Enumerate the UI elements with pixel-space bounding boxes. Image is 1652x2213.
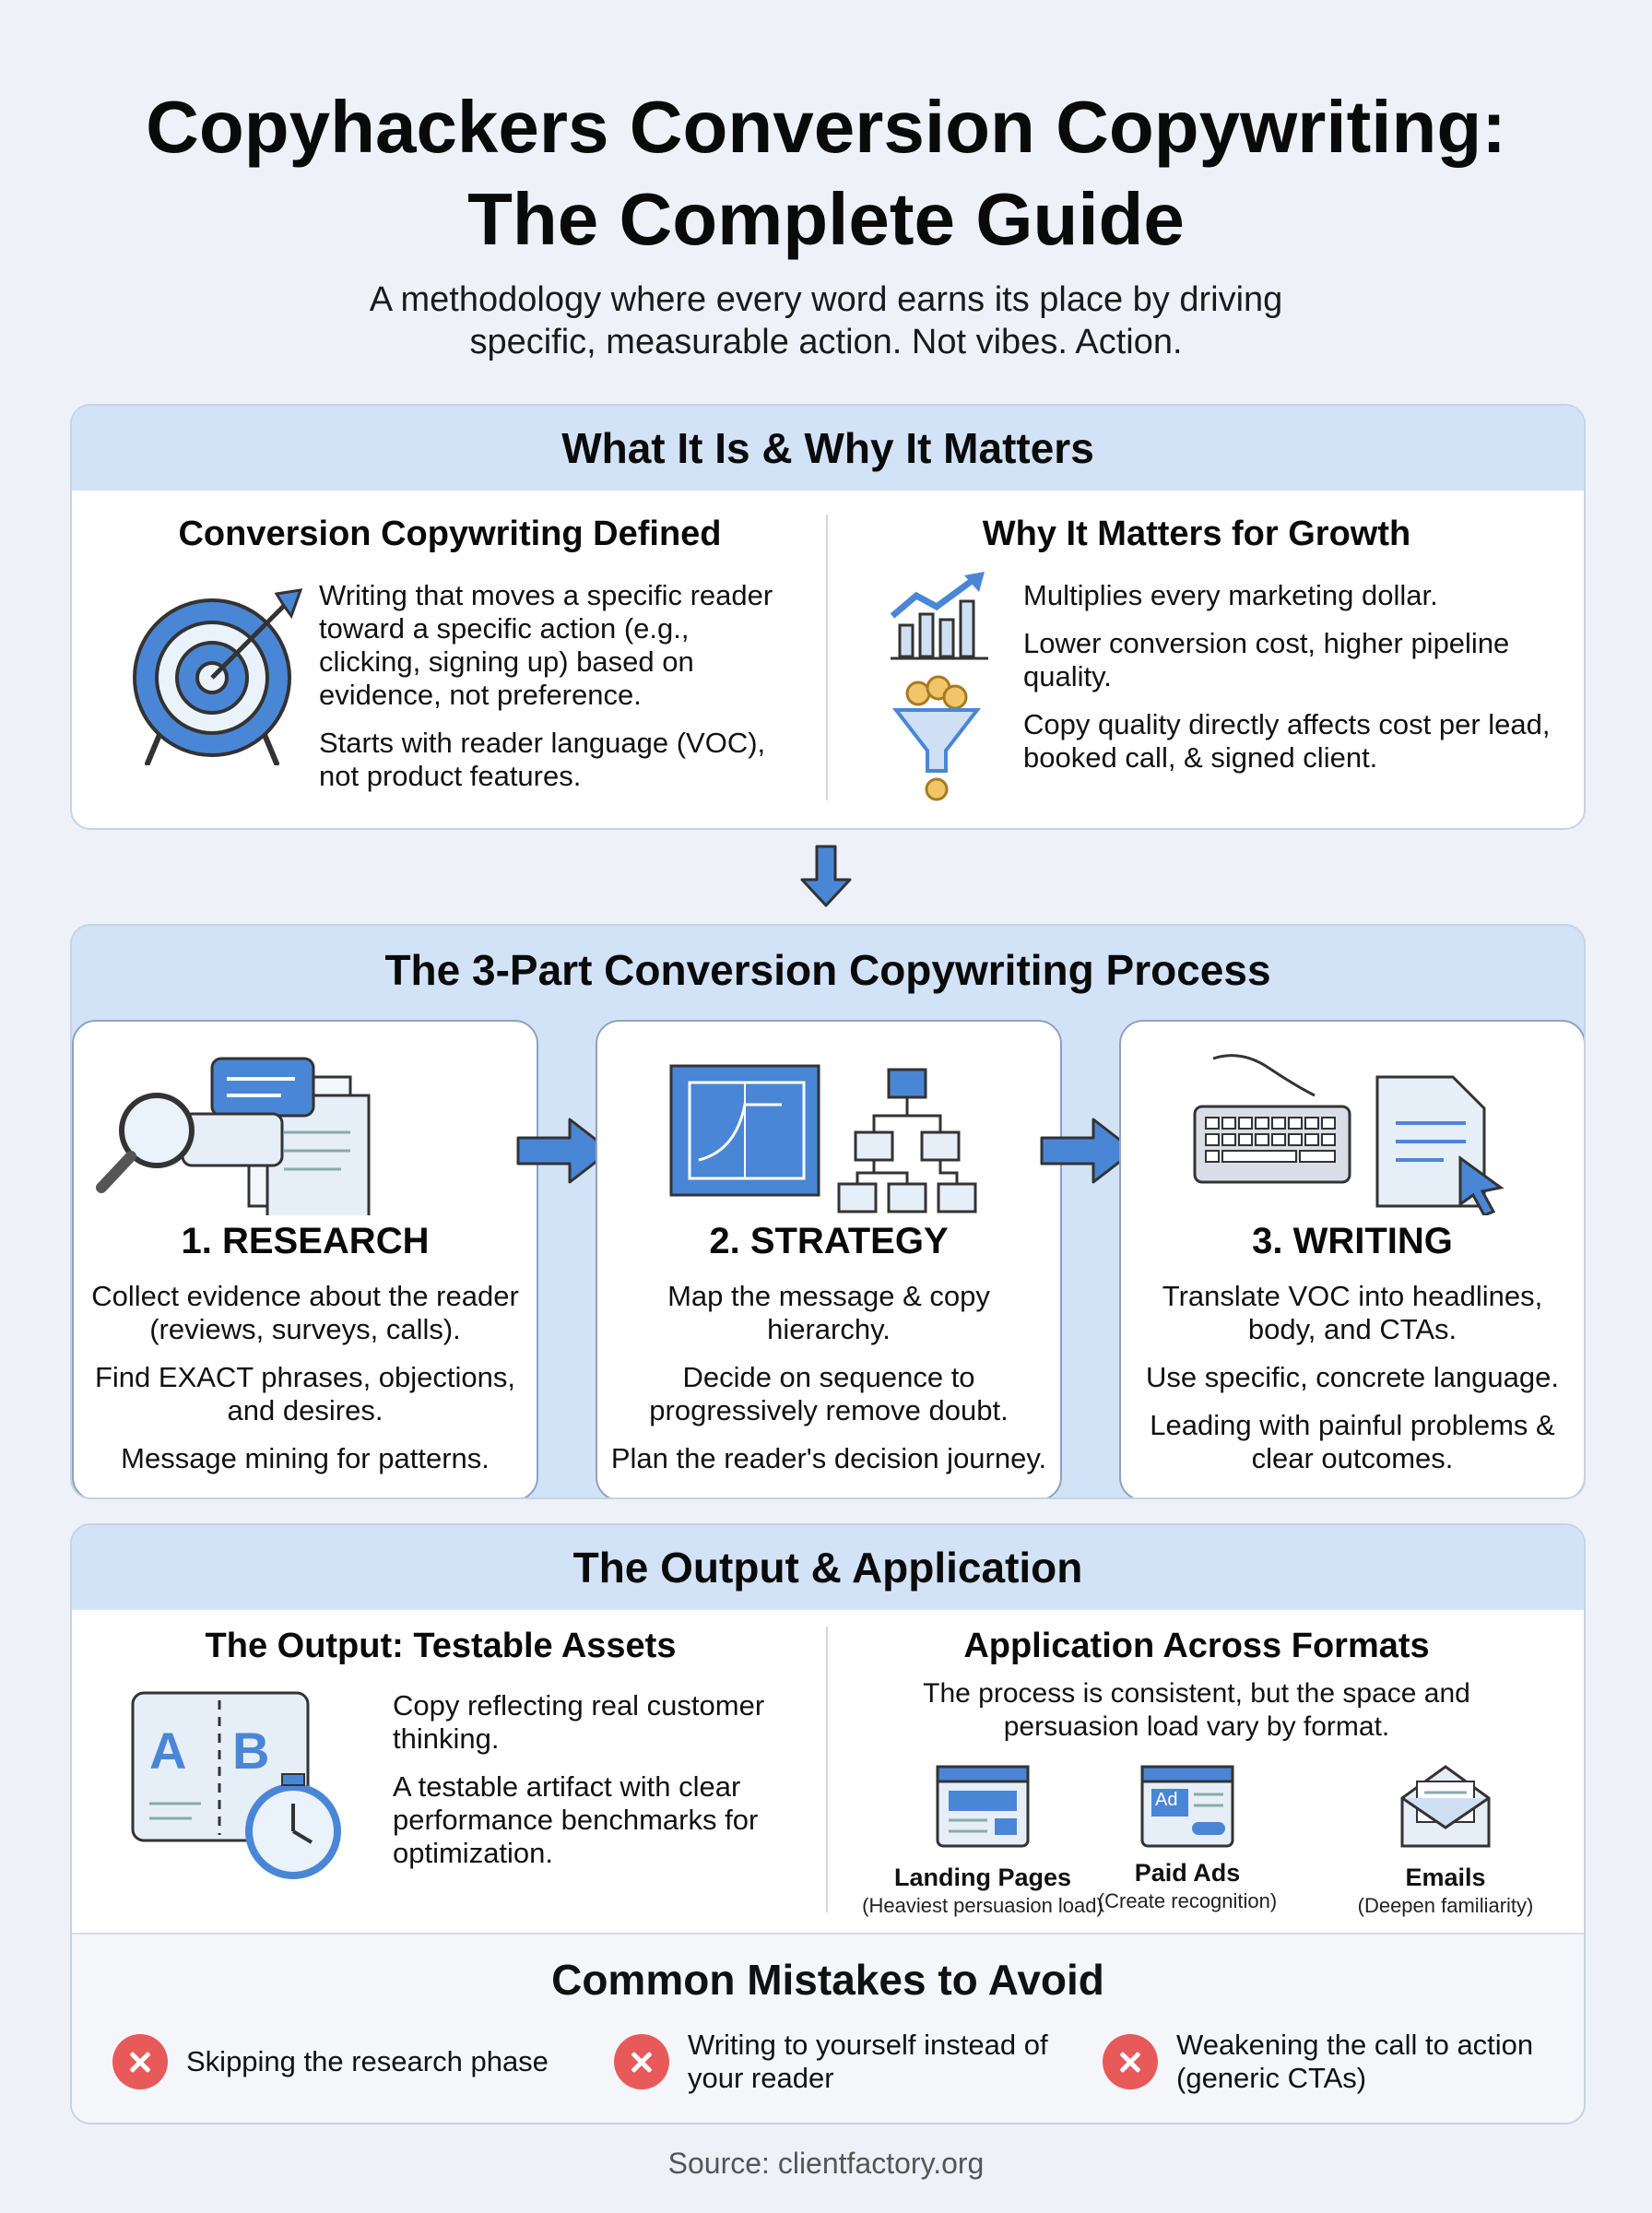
target-icon <box>133 588 303 765</box>
assets-text: Copy reflecting real customer thinking. … <box>393 1689 780 1885</box>
mistake-1: Skipping the research phase <box>112 2025 573 2099</box>
growth-title: Why It Matters for Growth <box>982 515 1411 553</box>
funnel-coins-icon <box>891 675 982 801</box>
assets-column: The Output: Testable Assets <box>109 1627 773 1666</box>
page-subtitle: A methodology where every word earns its… <box>0 278 1652 363</box>
mistakes-heading: Common Mistakes to Avoid <box>551 1956 1104 2004</box>
growth-paragraph-1: Multiplies every marketing dollar. <box>1023 579 1438 611</box>
assets-paragraph-1: Copy reflecting real customer thinking. <box>393 1689 765 1755</box>
column-divider <box>826 515 828 800</box>
mistake-2: Writing to yourself instead of your read… <box>614 2025 1056 2099</box>
step-1-body: Collect evidence about the reader (revie… <box>85 1280 525 1490</box>
process-heading: The 3-Part Conversion Copywriting Proces… <box>384 946 1271 994</box>
step-2-title: 2. STRATEGY <box>709 1221 949 1261</box>
writing-icon <box>1193 1054 1504 1215</box>
landing-page-icon <box>936 1765 1030 1848</box>
format-1-desc: (Heaviest persuasion load) <box>862 1894 1103 1917</box>
x-mark-icon <box>112 2034 168 2089</box>
what-it-is-panel: What It Is & Why It Matters Conversion C… <box>70 404 1586 830</box>
step-1-line-2: Find EXACT phrases, objections, and desi… <box>94 1361 516 1426</box>
growth-text: Multiplies every marketing dollar. Lower… <box>1023 579 1558 789</box>
research-icon <box>96 1057 371 1215</box>
step-3-body: Translate VOC into headlines, body, and … <box>1132 1280 1573 1490</box>
arrow-down-icon <box>800 845 852 907</box>
formats-column: Application Across Formats The process i… <box>846 1627 1547 1744</box>
mistakes-section: Common Mistakes to Avoid Skipping the re… <box>72 1933 1584 2123</box>
subtitle-line-2: specific, measurable action. Not vibes. … <box>469 323 1183 361</box>
step-3-title: 3. WRITING <box>1252 1221 1453 1261</box>
defined-text: Writing that moves a specific reader tow… <box>319 579 798 808</box>
growth-chart-icon <box>890 572 988 660</box>
step-3-line-1: Translate VOC into headlines, body, and … <box>1162 1280 1543 1345</box>
output-heading: The Output & Application <box>72 1525 1584 1610</box>
format-landing-pages: Landing Pages (Heaviest persuasion load) <box>844 1761 1121 1918</box>
defined-column: Conversion Copywriting Defined <box>127 515 773 554</box>
format-3-desc: (Deepen familiarity) <box>1357 1894 1534 1917</box>
step-1-title: 1. RESEARCH <box>181 1221 430 1261</box>
step-3-line-3: Leading with painful problems & clear ou… <box>1150 1409 1555 1474</box>
step-2-line-1: Map the message & copy hierarchy. <box>667 1280 990 1345</box>
x-mark-icon <box>1103 2034 1158 2089</box>
growth-column: Why It Matters for Growth <box>846 515 1547 554</box>
title-line-2: The Complete Guide <box>467 178 1185 260</box>
assets-title: The Output: Testable Assets <box>205 1627 677 1665</box>
mistake-2-text: Writing to yourself instead of your read… <box>688 2029 1048 2094</box>
step-1-line-3: Message mining for patterns. <box>121 1442 490 1474</box>
step-2-body: Map the message & copy hierarchy. Decide… <box>608 1280 1049 1490</box>
subtitle-line-1: A methodology where every word earns its… <box>369 280 1283 319</box>
paid-ad-icon: Ad <box>1137 1761 1238 1853</box>
step-2-line-3: Plan the reader's decision journey. <box>610 1442 1047 1474</box>
what-it-is-heading: What It Is & Why It Matters <box>72 406 1584 491</box>
page-title: Copyhackers Conversion Copywriting: The … <box>0 81 1652 266</box>
output-panel: The Output & Application The Output: Tes… <box>70 1523 1586 2124</box>
format-3-name: Emails <box>1405 1864 1486 1891</box>
formats-title: Application Across Formats <box>963 1627 1430 1665</box>
format-emails: Emails (Deepen familiarity) <box>1307 1761 1584 1918</box>
ad-badge: Ad <box>1155 1790 1178 1810</box>
growth-paragraph-2: Lower conversion cost, higher pipeline q… <box>1023 627 1510 692</box>
format-2-desc: (Create recognition) <box>1097 1889 1278 1912</box>
title-line-1: Copyhackers Conversion Copywriting: <box>146 86 1506 168</box>
step-strategy: 2. STRATEGY Map the message & copy hiera… <box>596 1020 1062 1497</box>
flow-arrow-1-icon <box>516 1118 612 1184</box>
step-2-line-2: Decide on sequence to progressively remo… <box>649 1361 1009 1426</box>
email-icon <box>1400 1765 1491 1848</box>
defined-paragraph-1: Writing that moves a specific reader tow… <box>319 579 773 711</box>
mistake-3-text: Weakening the call to action (generic CT… <box>1176 2029 1534 2094</box>
source-footer: Source: clientfactory.org <box>667 2147 985 2180</box>
flow-arrow-2-icon <box>1040 1118 1136 1184</box>
process-panel: The 3-Part Conversion Copywriting Proces… <box>70 924 1586 1499</box>
variant-b-label: B <box>232 1722 270 1780</box>
output-divider <box>826 1627 828 1912</box>
assets-paragraph-2: A testable artifact with clear performan… <box>393 1770 759 1869</box>
step-writing: 3. WRITING Translate VOC into headlines,… <box>1119 1020 1584 1497</box>
defined-paragraph-2: Starts with reader language (VOC), not p… <box>319 727 766 792</box>
variant-a-label: A <box>149 1722 187 1780</box>
format-paid-ads: Ad Paid Ads (Create recognition) <box>1086 1761 1289 1913</box>
strategy-icon <box>669 1064 977 1213</box>
x-mark-icon <box>614 2034 669 2089</box>
format-1-name: Landing Pages <box>893 1864 1072 1891</box>
mistake-3: Weakening the call to action (generic CT… <box>1103 2025 1564 2099</box>
formats-intro: The process is consistent, but the space… <box>923 1678 1470 1742</box>
format-2-name: Paid Ads <box>1134 1859 1241 1887</box>
step-3-line-2: Use specific, concrete language. <box>1145 1361 1560 1393</box>
ab-test-icon: A B <box>127 1687 404 1881</box>
growth-paragraph-3: Copy quality directly affects cost per l… <box>1023 708 1551 774</box>
step-1-line-1: Collect evidence about the reader (revie… <box>91 1280 519 1345</box>
mistake-1-text: Skipping the research phase <box>186 2045 549 2077</box>
defined-title: Conversion Copywriting Defined <box>178 515 722 553</box>
step-research: 1. RESEARCH Collect evidence about the r… <box>72 1020 538 1497</box>
